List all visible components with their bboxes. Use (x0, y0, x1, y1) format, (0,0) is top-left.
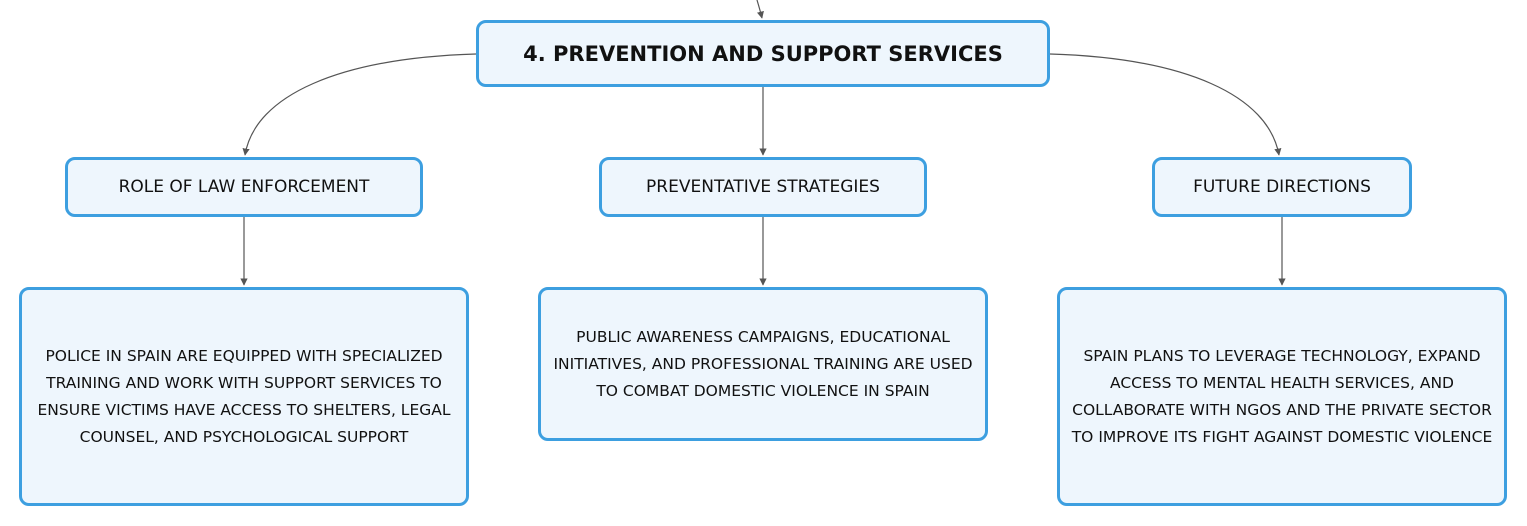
branch-node-label: ROLE OF LAW ENFORCEMENT (118, 177, 370, 197)
branch-node-preventative-strategies[interactable]: PREVENTATIVE STRATEGIES (599, 157, 927, 217)
leaf-node-text: POLICE IN SPAIN ARE EQUIPPED WITH SPECIA… (37, 346, 451, 446)
connector-from-parent (756, 0, 764, 19)
branch-node-future-directions[interactable]: FUTURE DIRECTIONS (1152, 157, 1412, 217)
root-node[interactable]: 4. PREVENTION AND SUPPORT SERVICES (476, 20, 1050, 87)
connector-root-to-law (242, 53, 477, 156)
connector-root-to-future (1049, 53, 1282, 156)
branch-node-law-enforcement[interactable]: ROLE OF LAW ENFORCEMENT (65, 157, 423, 217)
leaf-node-text: PUBLIC AWARENESS CAMPAIGNS, EDUCATIONAL … (553, 327, 973, 400)
leaf-node-future-directions[interactable]: SPAIN PLANS TO LEVERAGE TECHNOLOGY, EXPA… (1057, 287, 1507, 506)
root-node-label: 4. PREVENTION AND SUPPORT SERVICES (523, 41, 1003, 66)
leaf-node-law-enforcement[interactable]: POLICE IN SPAIN ARE EQUIPPED WITH SPECIA… (19, 287, 469, 506)
leaf-node-preventative-strategies[interactable]: PUBLIC AWARENESS CAMPAIGNS, EDUCATIONAL … (538, 287, 988, 441)
leaf-node-text: SPAIN PLANS TO LEVERAGE TECHNOLOGY, EXPA… (1071, 346, 1493, 446)
branch-node-label: FUTURE DIRECTIONS (1193, 177, 1371, 197)
branch-node-label: PREVENTATIVE STRATEGIES (646, 177, 880, 197)
